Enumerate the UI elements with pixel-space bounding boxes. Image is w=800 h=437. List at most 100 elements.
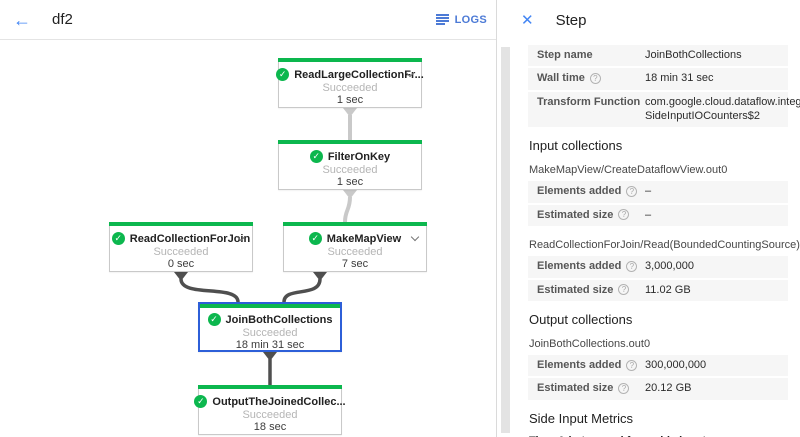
node-title: MakeMapView <box>326 232 402 245</box>
node-duration: 18 min 31 sec <box>235 339 305 351</box>
metric-value: – <box>645 208 652 221</box>
graph-node-outputthejoined[interactable]: ✓ OutputTheJoinedCollec... Succeeded 18 … <box>194 385 346 435</box>
help-icon[interactable] <box>618 382 630 394</box>
help-icon[interactable] <box>618 284 630 296</box>
edge-arrow <box>343 190 357 199</box>
node-duration: 1 sec <box>336 176 364 188</box>
metric-row-estimated-size: Estimated size – <box>528 204 788 226</box>
metric-label: Estimated size <box>537 208 614 221</box>
panel-scrollbar[interactable] <box>501 47 510 433</box>
collection-name: JoinBothCollections.out0 <box>529 337 651 350</box>
metric-row-estimated-size: Estimated size 11.02 GB <box>528 279 788 301</box>
output-collections-heading: Output collections <box>529 311 633 327</box>
step-panel-body: Step name JoinBothCollections Wall time … <box>497 40 800 437</box>
job-graph-canvas[interactable]: ✓ ReadLargeCollectionFr... Succeeded 1 s… <box>0 40 496 437</box>
edge-readcollection-join <box>179 278 240 303</box>
logs-list-icon <box>435 13 449 25</box>
step-panel-header: ✕ Step <box>497 0 800 40</box>
help-icon[interactable] <box>589 72 601 84</box>
side-input-metrics-heading: Side Input Metrics <box>529 410 634 426</box>
side-input-metrics-subheading: Time & bytes read from side input <box>529 434 788 437</box>
node-status-bar <box>278 140 422 144</box>
detail-value: JoinBothCollections <box>645 49 742 61</box>
metric-row-elements-added: Elements added 300,000,000 <box>528 355 788 377</box>
node-title: JoinBothCollections <box>225 313 333 326</box>
node-title: FilterOnKey <box>327 150 391 163</box>
graph-edges <box>174 108 357 385</box>
edge-filteronkey-makemapview <box>343 196 352 223</box>
success-check-icon: ✓ <box>207 313 221 326</box>
node-title: OutputTheJoinedCollec... <box>212 395 346 408</box>
step-details-panel: ✕ Step Step name JoinBothCollections Wal… <box>497 0 800 437</box>
detail-value: com.google.cloud.dataflow.integration.Si… <box>645 95 800 122</box>
graph-node-joinbothcollections[interactable]: ✓ JoinBothCollections Succeeded 18 min 3… <box>198 302 342 352</box>
detail-label: Transform Function <box>537 95 641 108</box>
node-status-bar <box>198 385 342 389</box>
edge-arrow <box>343 108 357 117</box>
graph-node-readlargecollection[interactable]: ✓ ReadLargeCollectionFr... Succeeded 1 s… <box>276 58 424 108</box>
panel-title: Step <box>555 11 587 29</box>
edge-arrow <box>174 272 188 281</box>
edge-arrow <box>313 272 327 281</box>
graph-node-makemapview[interactable]: ✓ MakeMapView Succeeded 7 sec <box>283 222 427 272</box>
edge-makemapview-join <box>282 278 322 303</box>
close-icon[interactable]: ✕ <box>521 11 534 29</box>
node-title: ReadCollectionForJoin <box>129 232 251 245</box>
metric-value: – <box>645 185 652 198</box>
help-icon[interactable] <box>626 186 638 198</box>
node-status: Succeeded <box>153 246 209 258</box>
detail-row-step-name: Step name JoinBothCollections <box>528 45 788 67</box>
help-icon[interactable] <box>626 359 638 371</box>
help-icon[interactable] <box>626 260 638 272</box>
metric-row-elements-added: Elements added 3,000,000 <box>528 256 788 278</box>
metric-label: Estimated size <box>537 382 614 395</box>
node-duration: 7 sec <box>341 258 369 270</box>
metric-row-estimated-size: Estimated size 20.12 GB <box>528 378 788 400</box>
job-topbar: ← df2 LOGS <box>0 0 496 40</box>
metric-value: 20.12 GB <box>645 382 692 395</box>
success-check-icon: ✓ <box>194 395 208 408</box>
logs-button[interactable]: LOGS <box>435 13 487 26</box>
input-collections-heading: Input collections <box>529 138 623 154</box>
metric-label: Estimated size <box>537 283 614 296</box>
logs-button-label: LOGS <box>454 13 487 26</box>
node-duration: 18 sec <box>253 421 287 433</box>
success-check-icon: ✓ <box>308 232 322 245</box>
node-status-bar <box>278 58 422 62</box>
node-status-bar <box>200 304 340 308</box>
success-check-icon: ✓ <box>309 150 323 163</box>
node-status: Succeeded <box>327 246 383 258</box>
job-title: df2 <box>52 11 73 28</box>
job-graph-panel: ← df2 LOGS <box>0 0 497 437</box>
detail-row-transform-function: Transform Function com.google.cloud.data… <box>528 91 800 128</box>
metric-value: 11.02 GB <box>645 283 691 296</box>
edge-arrow <box>263 352 277 361</box>
node-status: Succeeded <box>322 164 378 176</box>
detail-label: Wall time <box>537 72 585 85</box>
node-status: Succeeded <box>242 409 298 421</box>
node-title: ReadLargeCollectionFr... <box>294 68 424 81</box>
detail-row-wall-time: Wall time 18 min 31 sec <box>528 68 788 90</box>
node-status-bar <box>109 222 253 226</box>
success-check-icon: ✓ <box>276 68 290 81</box>
node-duration: 1 sec <box>336 94 364 106</box>
metric-label: Elements added <box>537 359 622 372</box>
metric-label: Elements added <box>537 185 622 198</box>
metric-value: 300,000,000 <box>645 359 707 372</box>
help-icon[interactable] <box>618 209 630 221</box>
metric-label: Elements added <box>537 260 622 273</box>
detail-label: Step name <box>537 49 593 61</box>
detail-value: 18 min 31 sec <box>645 72 714 85</box>
graph-node-readcollectionforjoin[interactable]: ✓ ReadCollectionForJoin Succeeded 0 sec <box>109 222 253 272</box>
metric-row-elements-added: Elements added – <box>528 181 788 203</box>
success-check-icon: ✓ <box>111 232 125 245</box>
metric-value: 3,000,000 <box>645 260 694 273</box>
collection-name: MakeMapView/CreateDataflowView.out0 <box>529 164 728 177</box>
graph-node-filteronkey[interactable]: ✓ FilterOnKey Succeeded 1 sec <box>278 140 422 190</box>
collection-name: ReadCollectionForJoin/Read(BoundedCounti… <box>529 238 800 251</box>
node-duration: 0 sec <box>167 258 195 270</box>
node-status: Succeeded <box>322 82 378 94</box>
back-arrow-icon[interactable]: ← <box>13 9 31 30</box>
node-status-bar <box>283 222 427 226</box>
